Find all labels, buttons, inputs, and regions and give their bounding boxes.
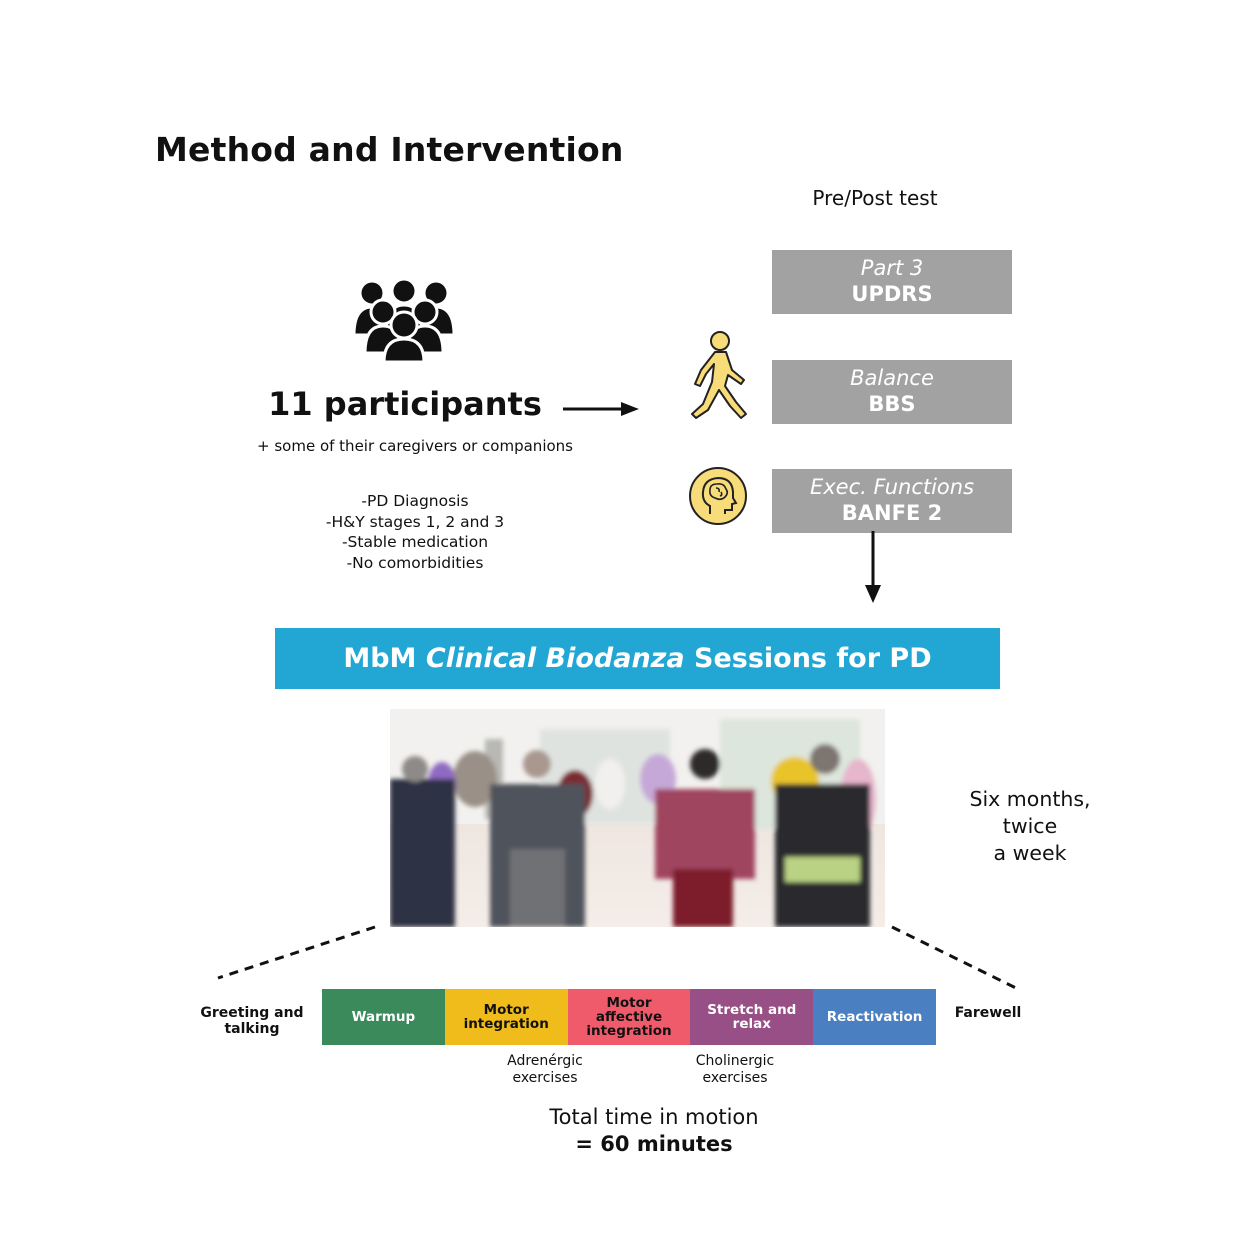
banner-prefix: MbM: [343, 643, 426, 674]
segment-motor-affective-integration: Motor affective integration: [567, 989, 691, 1045]
group-people-icon: [352, 277, 456, 362]
participants-count: 11 participants: [268, 385, 542, 423]
banner-suffix: Sessions for PD: [684, 643, 932, 674]
walking-person-icon: [691, 331, 747, 419]
criterion: -H&Y stages 1, 2 and 3: [325, 512, 505, 531]
sessions-banner: MbM Clinical Biodanza Sessions for PD: [275, 628, 1000, 689]
segment-motor-integration: Motor integration: [444, 989, 568, 1045]
criterion: -PD Diagnosis: [361, 492, 469, 510]
cholinergic-note: Cholinergic exercises: [695, 1053, 775, 1086]
inclusion-criteria: -PD Diagnosis -H&Y stages 1, 2 and 3 -St…: [275, 491, 555, 573]
criterion: -No comorbidities: [346, 553, 484, 572]
right-arrow-icon: [563, 402, 639, 416]
duration-line: Six months,: [969, 787, 1091, 811]
segment-stretch-and-relax: Stretch and relax: [690, 989, 814, 1045]
test-box-banfe: Exec. Functions BANFE 2: [772, 469, 1012, 533]
banner-italic: Clinical Biodanza: [425, 643, 685, 674]
companions-note: + some of their caregivers or companions: [257, 437, 573, 455]
segment-reactivation: Reactivation: [813, 989, 936, 1045]
test-box-updrs: Part 3 UPDRS: [772, 250, 1012, 314]
left-dashed-line: [217, 925, 376, 980]
down-arrow-icon: [865, 531, 881, 603]
duration-note: Six months, twice a week: [940, 786, 1120, 867]
right-dashed-line: [891, 925, 1021, 992]
test-name: BANFE 2: [841, 501, 943, 525]
total-value: = 60 minutes: [575, 1132, 733, 1156]
test-subtitle: Exec. Functions: [809, 475, 975, 499]
criterion: -Stable medication: [341, 533, 489, 551]
brain-head-icon: [689, 467, 747, 525]
test-name: BBS: [868, 392, 916, 416]
greeting-label: Greeting and talking: [200, 1005, 304, 1037]
test-name: UPDRS: [851, 282, 933, 306]
test-box-bbs: Balance BBS: [772, 360, 1012, 424]
total-time: Total time in motion = 60 minutes: [504, 1104, 804, 1158]
segment-warmup: Warmup: [322, 989, 445, 1045]
duration-line: twice: [1002, 814, 1058, 838]
prepost-heading: Pre/Post test: [812, 186, 938, 210]
test-subtitle: Part 3: [860, 256, 924, 280]
adrenergic-note: Adrenérgic exercises: [507, 1053, 583, 1086]
total-label: Total time in motion: [549, 1105, 759, 1129]
test-subtitle: Balance: [850, 366, 934, 390]
session-timeline: Warmup Motor integration Motor affective…: [322, 989, 936, 1045]
page-title: Method and Intervention: [155, 130, 624, 169]
farewell-label: Farewell: [954, 1005, 1022, 1021]
group-dance-photo: [390, 709, 885, 927]
duration-line: a week: [993, 841, 1067, 865]
